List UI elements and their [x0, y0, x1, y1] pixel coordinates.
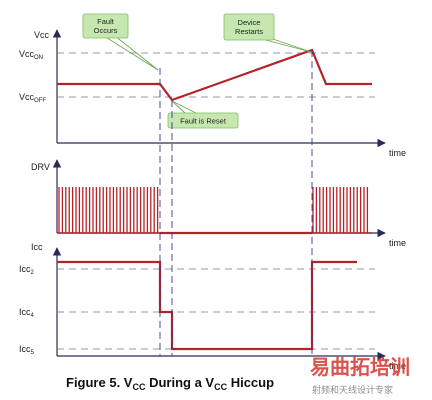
- device-restarts-text-1: Device: [238, 18, 261, 27]
- figure-caption: Figure 5. VCC During a VCC Hiccup: [66, 375, 274, 392]
- fault-occurs-text-2: Occurs: [94, 26, 118, 35]
- icc-axis-label: Icc: [31, 242, 43, 252]
- drv-pulse-train: [57, 187, 372, 234]
- icc5-label: Icc5: [19, 344, 35, 356]
- drv-panel: DRV time: [31, 159, 406, 248]
- icc4-label: Icc4: [19, 307, 35, 319]
- fault-reset-text: Fault is Reset: [180, 117, 227, 126]
- vcc-trace: [57, 48, 372, 102]
- icc-panel: Icc time Icc2 Icc4 Icc5: [19, 242, 406, 371]
- icc-time-label: time: [389, 361, 406, 371]
- vcc-panel: Vcc time VccON VccOFF: [19, 29, 406, 158]
- watermark-main: 易曲拓培训: [310, 355, 410, 379]
- vcc-time-label: time: [389, 148, 406, 158]
- fault-occurs-text-1: Fault: [97, 17, 115, 26]
- watermark-sub: 射频和天线设计专家: [312, 384, 393, 396]
- watermark: 易曲拓培训 射频和天线设计专家: [310, 355, 410, 396]
- icc2-label: Icc2: [19, 264, 35, 276]
- fault-reset-callout: Fault is Reset: [167, 100, 239, 129]
- vcc-off-label: VccOFF: [19, 92, 46, 104]
- device-restarts-text-2: Restarts: [235, 27, 263, 36]
- drv-axis-label: DRV: [31, 162, 50, 172]
- device-restarts-callout: Device Restarts: [223, 13, 312, 53]
- drv-time-label: time: [389, 238, 406, 248]
- vcc-axis-label: Vcc: [34, 30, 50, 40]
- fault-occurs-callout: Fault Occurs: [82, 13, 159, 71]
- vcc-on-label: VccON: [19, 49, 43, 61]
